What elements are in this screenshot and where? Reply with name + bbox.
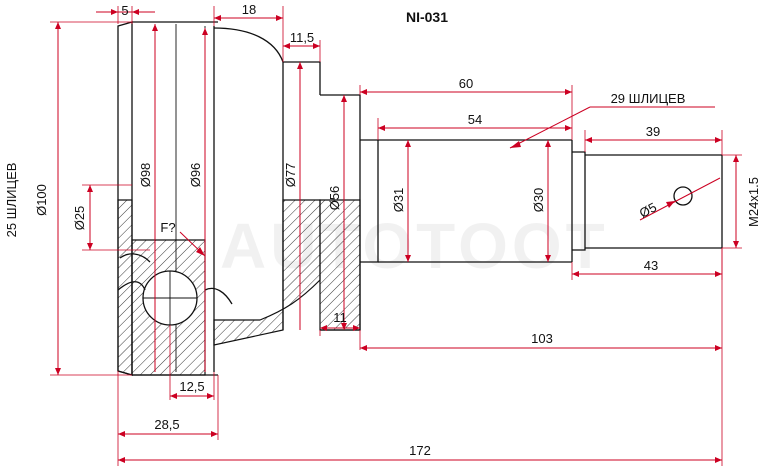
dim-103: 103 bbox=[531, 331, 553, 346]
dim-43: 43 bbox=[644, 258, 658, 273]
dimension-lines bbox=[50, 6, 742, 466]
dim-11: 11 bbox=[333, 310, 347, 325]
dim-12-5: 12,5 bbox=[179, 379, 204, 394]
dim-39: 39 bbox=[646, 124, 660, 139]
dim-5: 5 bbox=[121, 3, 128, 18]
dia-96-label: Ø96 bbox=[188, 163, 203, 188]
dimension-labels: 5 18 11,5 60 54 39 29 ШЛИЦЕВ 43 11 103 1… bbox=[4, 2, 761, 458]
pin-hole bbox=[673, 186, 693, 206]
dia-56-label: Ø56 bbox=[327, 186, 342, 211]
dim-172: 172 bbox=[409, 443, 431, 458]
watermark: AUTOTOOT bbox=[220, 210, 609, 282]
thread-label: M24x1.5 bbox=[746, 177, 761, 227]
part-number-title: NI-031 bbox=[406, 9, 448, 25]
dim-28-5: 28,5 bbox=[154, 417, 179, 432]
part-outline bbox=[117, 21, 723, 376]
dia-100-label: Ø100 bbox=[34, 184, 49, 216]
dia-30-label: Ø30 bbox=[531, 188, 546, 213]
dim-60: 60 bbox=[459, 76, 473, 91]
dim-54: 54 bbox=[468, 112, 482, 127]
dim-11-5: 11,5 bbox=[290, 30, 314, 45]
splines-29-label: 29 ШЛИЦЕВ bbox=[611, 91, 686, 106]
dia-5-label: Ø5 bbox=[637, 199, 659, 220]
f-label: F? bbox=[160, 220, 175, 235]
dim-18: 18 bbox=[242, 2, 256, 17]
dia-77-label: Ø77 bbox=[283, 163, 298, 188]
dia-25-label: Ø25 bbox=[72, 206, 87, 231]
splines-25-label: 25 ШЛИЦЕВ bbox=[4, 163, 19, 238]
dia-31-label: Ø31 bbox=[391, 188, 406, 213]
dia-98-label: Ø98 bbox=[138, 163, 153, 188]
